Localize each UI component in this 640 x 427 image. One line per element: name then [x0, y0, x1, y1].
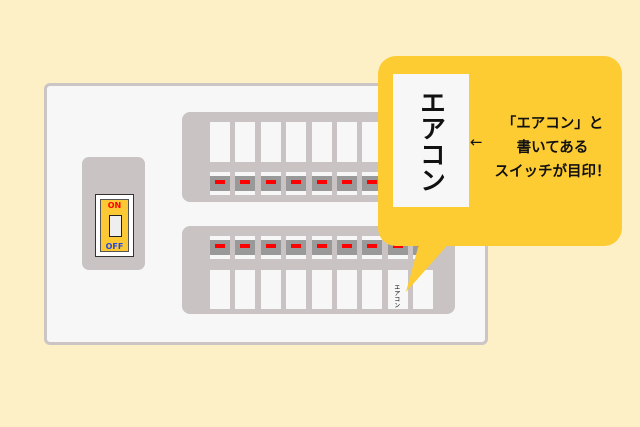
left-arrow-icon: ←	[470, 133, 483, 151]
breaker-indicator	[316, 180, 327, 184]
breaker-label-slot	[337, 270, 357, 309]
breaker-switch[interactable]	[362, 236, 383, 259]
breaker-label-slot	[235, 122, 256, 162]
breaker-indicator	[240, 180, 251, 184]
breaker-label-slot	[362, 270, 383, 309]
breaker-indicator	[342, 180, 352, 184]
enlarged-label-text: エアコン	[415, 88, 446, 193]
breaker-label-slot	[311, 270, 332, 309]
breaker-label-slot	[286, 122, 307, 162]
breaker-switch[interactable]	[260, 172, 281, 195]
breaker-indicator	[240, 244, 251, 248]
breaker-label-slot	[337, 122, 357, 162]
breaker-switch[interactable]	[311, 172, 332, 195]
breaker-indicator	[265, 180, 276, 184]
breaker-switch[interactable]	[337, 172, 357, 195]
breaker-switch[interactable]	[235, 172, 256, 195]
breaker-switch[interactable]	[286, 172, 307, 195]
off-label: OFF	[105, 242, 124, 251]
breaker-indicator	[367, 180, 378, 184]
breaker-label-slot	[286, 270, 307, 309]
breaker-switch[interactable]	[337, 236, 357, 259]
breaker-indicator	[215, 180, 225, 184]
breaker-switch[interactable]	[286, 236, 307, 259]
callout-message: 「エアコン」と 書いてある スイッチが目印！	[480, 112, 625, 184]
breaker-indicator	[316, 244, 327, 248]
breaker-label-slot	[362, 122, 383, 162]
breaker-indicator	[291, 180, 302, 184]
breaker-label-slot	[260, 122, 281, 162]
breaker-switch[interactable]	[235, 236, 256, 259]
callout-line: スイッチが目印！	[494, 164, 611, 180]
breaker-indicator	[367, 244, 378, 248]
on-label: ON	[107, 201, 122, 210]
breaker-indicator	[215, 244, 225, 248]
breaker-indicator	[392, 244, 403, 248]
aircon-label: エアコン	[392, 284, 400, 308]
breaker-switch[interactable]	[210, 172, 230, 195]
enlarged-label-plate	[393, 74, 469, 207]
breaker-label-slot	[210, 122, 230, 162]
breaker-label-slot	[210, 270, 230, 309]
breaker-label-slot	[413, 270, 434, 309]
breaker-indicator	[291, 244, 302, 248]
breaker-label-slot	[260, 270, 281, 309]
breaker-switch[interactable]	[362, 172, 383, 195]
main-lever[interactable]	[109, 215, 122, 237]
breaker-indicator	[265, 244, 276, 248]
callout-line: 書いてある	[516, 140, 589, 156]
breaker-label-slot	[235, 270, 256, 309]
breaker-switch[interactable]	[311, 236, 332, 259]
main-breaker-switch[interactable]: ON OFF	[95, 194, 134, 257]
breaker-switch[interactable]	[260, 236, 281, 259]
callout-line: 「エアコン」と	[501, 116, 604, 132]
breaker-label-slot: エアコン	[387, 270, 408, 309]
breaker-switch[interactable]	[210, 236, 230, 259]
breaker-indicator	[342, 244, 352, 248]
breaker-label-slot	[311, 122, 332, 162]
